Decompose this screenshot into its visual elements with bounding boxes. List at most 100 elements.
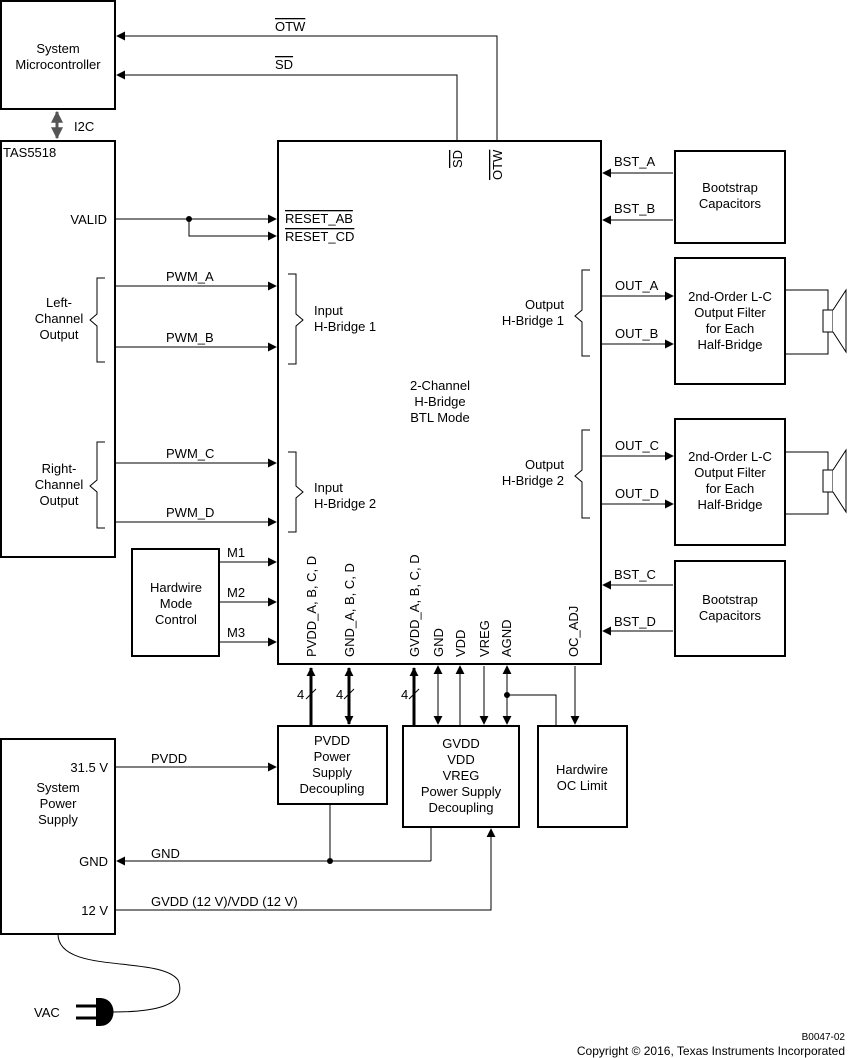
- hw-mode-3: Control: [155, 612, 197, 627]
- m3-label: M3: [227, 625, 245, 640]
- agnd-to-oc-line: [507, 694, 557, 726]
- pin-gvdd-abcd: GVDD_A, B, C, D: [407, 554, 422, 657]
- sd-line: [116, 70, 458, 140]
- oc-limit-2: OC Limit: [557, 778, 608, 793]
- pvdd-bus-slash: [305, 688, 317, 700]
- i2c-label: I2C: [74, 119, 94, 134]
- output-hb2-1: Output: [525, 457, 564, 472]
- input-hb1-2: H-Bridge 1: [314, 319, 376, 334]
- pvdd-decoupling-box: [277, 725, 388, 805]
- lc-bot-3: for Each: [706, 481, 754, 496]
- pin-vreg: VREG: [477, 620, 492, 657]
- lc-filter-top-box: [674, 257, 786, 385]
- hw-mode-2: Mode: [160, 596, 193, 611]
- ac-plug-icon: [76, 998, 114, 1026]
- bootstrap-top-box: [674, 150, 786, 244]
- otw-line: [116, 31, 498, 140]
- left-brace: [89, 277, 105, 363]
- m2-label: M2: [227, 585, 245, 600]
- reset-cd-line: [188, 219, 277, 241]
- pvdd-dec-1: PVDD: [314, 733, 350, 748]
- vac-label: VAC: [34, 1005, 60, 1020]
- gvdd-bus-slash: [408, 688, 420, 700]
- ps-label-1: System: [36, 780, 79, 795]
- gvdd-decoupling-box: [402, 725, 520, 828]
- gvdd-rail-label: GVDD (12 V)/VDD (12 V): [151, 894, 298, 909]
- gvdd-dec-4: Power Supply: [421, 784, 502, 799]
- bst-a-label: BST_A: [614, 154, 656, 169]
- lc-top-4: Half-Bridge: [697, 337, 762, 352]
- output-hb2-brace: [574, 429, 590, 519]
- gvdd-dec-2: VDD: [447, 752, 474, 767]
- pvdd-rail-label: PVDD: [151, 751, 187, 766]
- bst-d-label: BST_D: [614, 614, 656, 629]
- out-a-label: OUT_A: [615, 278, 659, 293]
- lc-top-2: Output Filter: [694, 305, 766, 320]
- ac-cord: [57, 933, 181, 1013]
- out-d-label: OUT_D: [615, 486, 659, 501]
- ps-label-2: Power: [40, 796, 78, 811]
- pin-oc-adj: OC_ADJ: [566, 606, 581, 657]
- pwm-d-label: PWM_D: [166, 505, 214, 520]
- gvdd-dec-3: VREG: [443, 768, 480, 783]
- gnd-rail-label: GND: [151, 846, 180, 861]
- copyright: Copyright © 2016, Texas Instruments Inco…: [577, 1044, 845, 1058]
- ps-12v-label: 12 V: [81, 903, 108, 918]
- pin-agnd: AGND: [499, 619, 514, 657]
- gnd-bus-width: 4: [336, 687, 343, 702]
- m1-label: M1: [227, 545, 245, 560]
- lc-top-1: 2nd-Order L-C: [688, 289, 772, 304]
- chip-center-2: H-Bridge: [414, 394, 465, 409]
- left-channel-3: Output: [39, 327, 78, 342]
- pwm-a-label: PWM_A: [166, 269, 214, 284]
- out-c-label: OUT_C: [615, 438, 659, 453]
- sd-pin-label: SD: [450, 150, 465, 168]
- gnd-junction: [327, 858, 333, 864]
- chip-center-1: 2-Channel: [410, 378, 470, 393]
- power-supply-box: [0, 738, 116, 935]
- input-hb1-brace: [288, 273, 304, 365]
- pin-gnd-abcd: GND_A, B, C, D: [342, 563, 357, 657]
- lc-bot-2: Output Filter: [694, 465, 766, 480]
- chip-center-3: BTL Mode: [410, 410, 470, 425]
- pvdd-dec-3: Supply: [312, 765, 352, 780]
- otw-pin-label: OTW: [490, 149, 505, 180]
- right-brace: [89, 441, 105, 529]
- bootstrap-top-2: Capacitors: [699, 196, 762, 211]
- ps-gnd-label: GND: [79, 854, 108, 869]
- reset-cd-label: RESET_CD: [285, 229, 354, 244]
- ps-31v-label: 31.5 V: [70, 760, 108, 775]
- bootstrap-top-1: Bootstrap: [702, 180, 758, 195]
- left-channel-2: Channel: [35, 311, 84, 326]
- bst-c-label: BST_C: [614, 567, 656, 582]
- left-channel-1: Left-: [46, 295, 72, 310]
- pvdd-dec-2: Power: [314, 749, 352, 764]
- sd-label: SD: [275, 57, 293, 72]
- tas5518-box: [0, 140, 116, 558]
- pvdd-dec-4: Decoupling: [299, 781, 364, 796]
- output-hb1-brace: [574, 269, 590, 357]
- output-hb2-2: H-Bridge 2: [502, 473, 564, 488]
- pin-pvdd-abcd: PVDD_A, B, C, D: [304, 556, 319, 657]
- right-channel-3: Output: [39, 493, 78, 508]
- valid-text: VALID: [70, 212, 107, 227]
- input-hb2-2: H-Bridge 2: [314, 496, 376, 511]
- input-hb2-1: Input: [314, 480, 343, 495]
- gvdd-dec-1: GVDD: [442, 736, 480, 751]
- lc-filter-bottom-box: [674, 418, 786, 546]
- mcu-box: [0, 0, 116, 110]
- otw-label: OTW: [275, 19, 306, 34]
- gvdd-dec-5: Decoupling: [428, 800, 493, 815]
- lc-bot-4: Half-Bridge: [697, 497, 762, 512]
- output-hb1-1: Output: [525, 297, 564, 312]
- pwm-b-label: PWM_B: [166, 330, 214, 345]
- gnd-bus-slash: [343, 688, 355, 700]
- pin-gnd: GND: [431, 628, 446, 657]
- oc-limit-1: Hardwire: [556, 762, 608, 777]
- oc-limit-box: [537, 725, 628, 828]
- pvdd-bus-width: 4: [297, 687, 304, 702]
- h-bridge-chip: [277, 140, 602, 665]
- figure-code: B0047-02: [802, 1032, 846, 1043]
- pin-vdd: VDD: [453, 630, 468, 657]
